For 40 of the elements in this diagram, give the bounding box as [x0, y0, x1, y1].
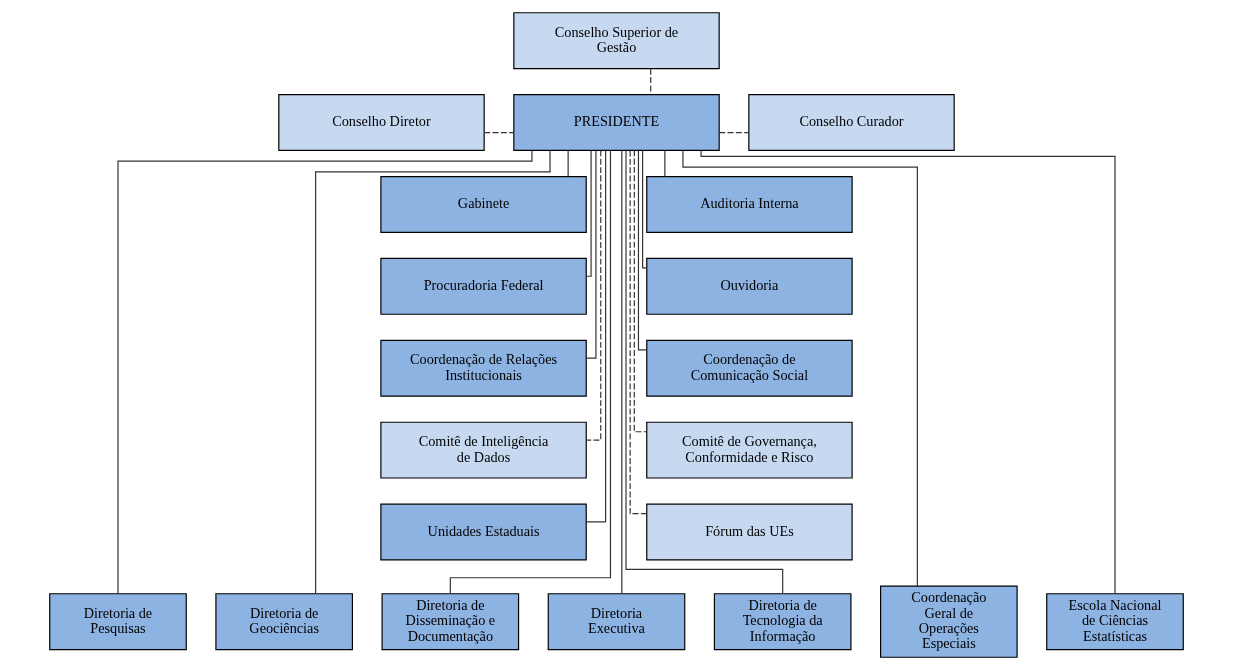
connector	[718, 132, 750, 134]
node-box: Fórum das UEs	[646, 503, 853, 561]
node-box: Diretoria de Pesquisas	[49, 593, 187, 651]
connector	[642, 150, 648, 269]
node-box: Gabinete	[380, 175, 587, 233]
connector	[700, 149, 1116, 595]
connector	[633, 149, 648, 433]
node-box: Conselho Superior de Gestão	[513, 12, 720, 70]
connector	[315, 150, 551, 595]
node-box: Diretoria de Geociências	[215, 593, 353, 651]
connector	[682, 149, 918, 587]
node-box: Auditoria Interna	[646, 175, 853, 233]
node-box: Diretoria de Tecnologia da Informação	[713, 593, 852, 651]
node-box: Coordenação Geral de Operações Especiais	[880, 585, 1018, 658]
connector	[650, 68, 652, 96]
node-box: Ouvidoria	[646, 257, 853, 315]
connector	[117, 150, 533, 595]
node-box: Procuradoria Federal	[380, 257, 587, 315]
node-box: Diretoria de Disseminação e Documentação	[381, 593, 520, 651]
connector	[585, 150, 592, 277]
connector	[585, 150, 607, 523]
connector	[629, 150, 648, 515]
node-box: Comitê de Governança, Conformidade e Risco	[646, 421, 853, 479]
connector	[621, 149, 623, 595]
node-box: Conselho Curador	[748, 94, 955, 152]
node-box: Unidades Estaduais	[380, 503, 587, 561]
node-box: Coordenação de Relações Institucionais	[380, 339, 587, 397]
connector	[585, 150, 602, 441]
node-box: Conselho Diretor	[278, 94, 485, 152]
connector	[625, 149, 784, 595]
connector	[664, 150, 666, 178]
node-box: Escola Nacional de Ciências Estatísticas	[1046, 593, 1184, 651]
connector	[483, 132, 515, 134]
node-box: Comitê de Inteligência de Dados	[380, 421, 587, 479]
node-box: PRESIDENTE	[513, 94, 720, 152]
connector	[585, 149, 597, 359]
node-box: Coordenação de Comunicação Social	[646, 339, 853, 397]
connector	[637, 150, 648, 351]
connector	[567, 150, 569, 178]
node-box: Diretoria Executiva	[547, 593, 686, 651]
